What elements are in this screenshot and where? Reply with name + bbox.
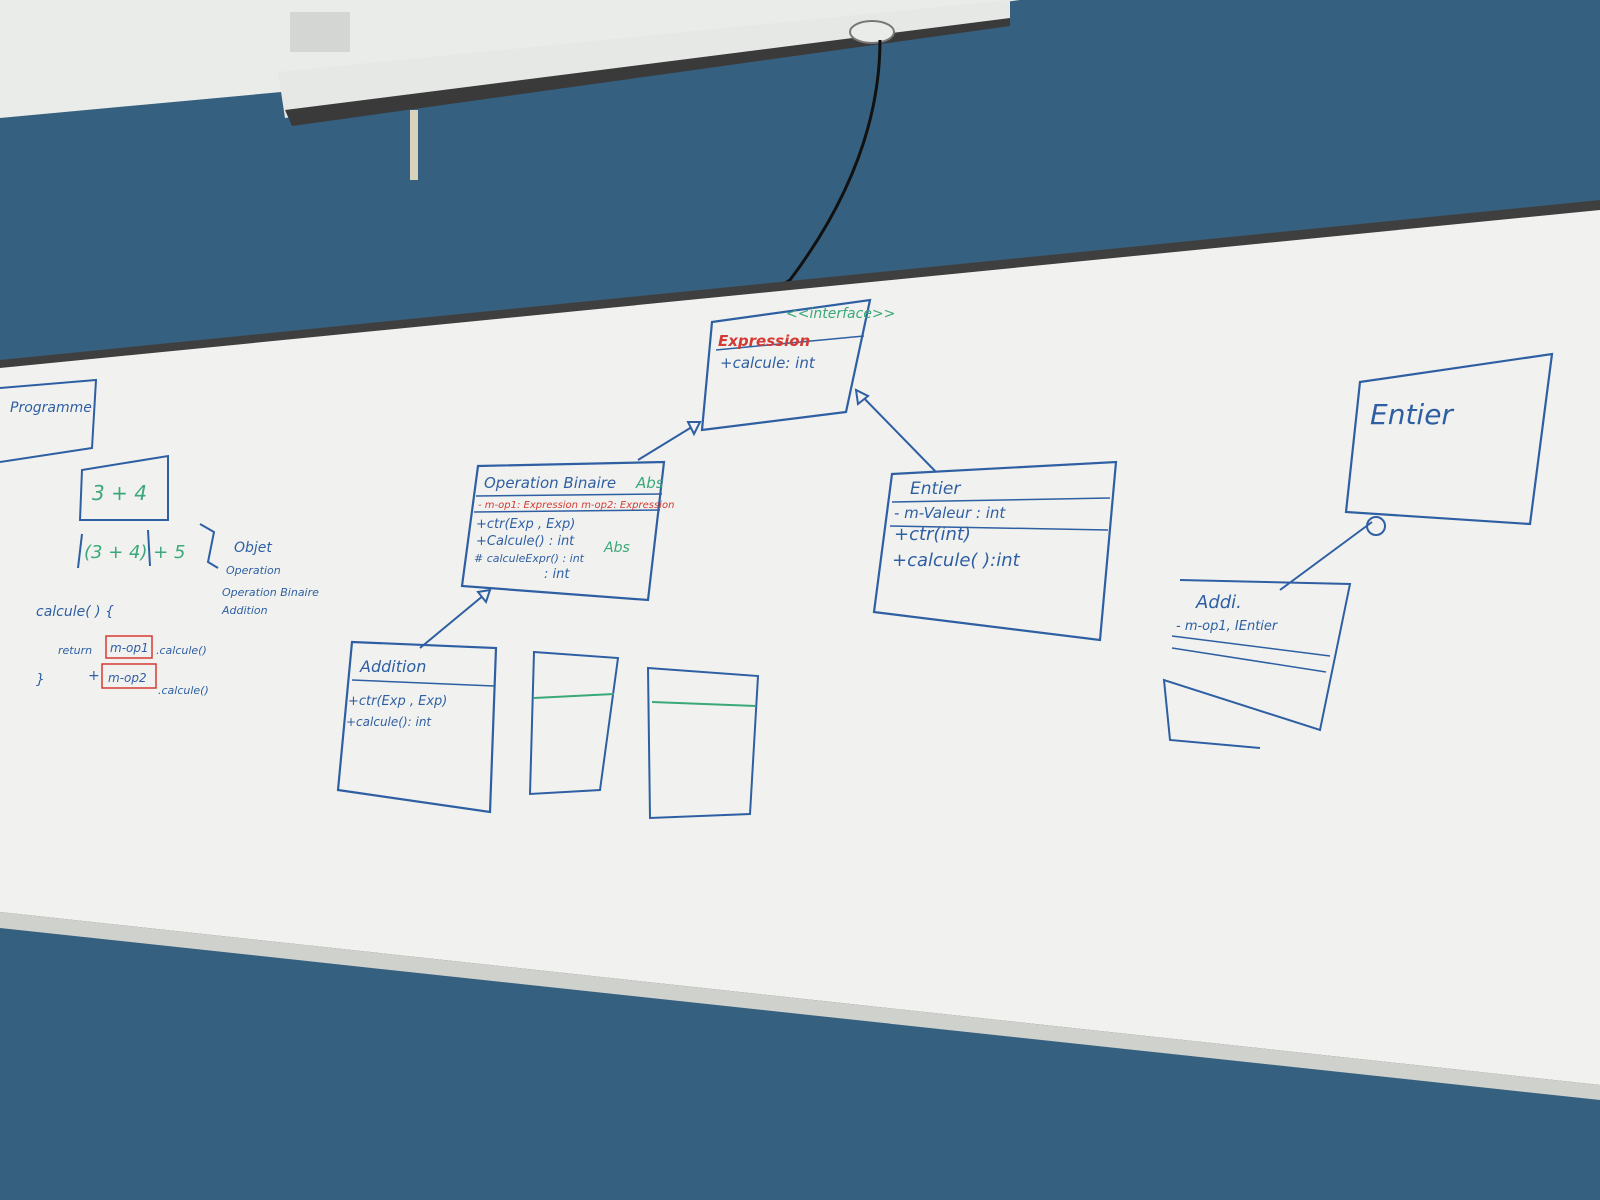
note-list-1: Operation	[226, 564, 281, 577]
expression-stereotype: <<interface>>	[786, 306, 895, 322]
addition-right-box: Addi. - m-op1, IEntier	[1162, 579, 1352, 749]
note-expr-2: (3 + 4) + 5	[84, 542, 185, 563]
operation-abs-tag-2: Abs	[603, 540, 630, 556]
note-code-close: }	[36, 672, 45, 688]
note-code-call1: .calcule()	[156, 644, 207, 657]
addition-right-name: Addi.	[1195, 592, 1242, 613]
entier-method-ctr: +ctr(int)	[894, 524, 971, 545]
arrow-head-entier	[854, 388, 870, 406]
operation-binaire-class-box: Operation Binaire Abs - m-op1: Expressio…	[460, 460, 674, 602]
entier-attribute: - m-Valeur : int	[894, 504, 1006, 522]
arrow-operation-to-expression	[637, 421, 701, 461]
expression-class-box: <<interface>> Expression +calcule: int	[700, 298, 895, 432]
operation-method-return: : int	[544, 567, 570, 582]
programme-label: Programme	[10, 400, 92, 416]
expression-name: Expression	[718, 332, 810, 350]
programme-box: Programme	[0, 378, 98, 463]
arrow-head-addition-right	[1366, 516, 1386, 536]
arrow-head-addition	[476, 588, 492, 605]
note-list-3: Addition	[221, 604, 268, 617]
operation-binaire-name: Operation Binaire	[484, 474, 616, 492]
left-notes: 3 + 4 (3 + 4) + 5 Objet Operation Operat…	[36, 454, 319, 697]
note-expr-1: 3 + 4	[92, 481, 147, 505]
operation-abs-tag: Abs	[635, 474, 664, 492]
addition-name: Addition	[359, 657, 426, 676]
entier-right-box: Entier	[1344, 352, 1554, 526]
operation-method-calcule: +Calcule() : int	[476, 534, 575, 549]
entier-method-calcule: +calcule( ):int	[892, 550, 1021, 571]
operation-method-calculeexpr: # calculeExpr() : int	[474, 552, 585, 565]
arrow-entier-to-expression	[855, 389, 937, 473]
arrow-addition-to-operation	[419, 589, 491, 649]
addition-class-box: Addition +ctr(Exp , Exp) +calcule(): int	[336, 640, 498, 814]
inheritance-arrows	[419, 388, 1386, 649]
note-code-op1: m-op1	[110, 641, 149, 655]
expression-method: +calcule: int	[720, 354, 816, 372]
whiteboard	[0, 200, 1600, 1100]
entier-class-box: Entier - m-Valeur : int +ctr(int) +calcu…	[872, 460, 1118, 642]
projector-screen	[278, 0, 1010, 180]
note-code-op2: m-op2	[108, 671, 147, 685]
note-list-0: Objet	[234, 540, 272, 556]
note-code-plus: +	[88, 668, 100, 684]
empty-class-box-1	[528, 650, 620, 796]
arrow-addition-right-to-entier-right	[1279, 521, 1373, 591]
note-code-return: return	[58, 644, 92, 657]
addition-method-calcule: +calcule(): int	[346, 715, 432, 729]
operation-method-ctr: +ctr(Exp , Exp)	[476, 517, 575, 532]
arrow-head-operation	[686, 421, 702, 437]
empty-class-box-2	[646, 666, 760, 820]
note-code-call2: .calcule()	[158, 684, 209, 697]
entier-right-name: Entier	[1370, 398, 1454, 431]
note-list-2: Operation Binaire	[222, 586, 319, 599]
addition-method-ctr: +ctr(Exp , Exp)	[348, 694, 447, 709]
note-code-fn: calcule( ) {	[36, 604, 114, 620]
addition-right-attribute: - m-op1, IEntier	[1176, 619, 1279, 634]
operation-attributes: - m-op1: Expression m-op2: Expression	[478, 500, 674, 511]
entier-name: Entier	[910, 479, 961, 499]
